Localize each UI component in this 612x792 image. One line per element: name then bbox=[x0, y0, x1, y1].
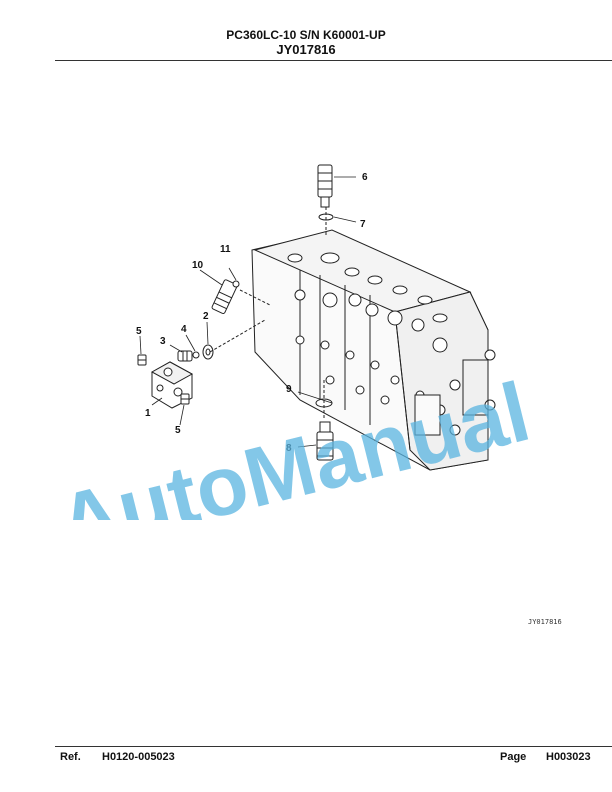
watermark-text: AutoManual bbox=[49, 364, 538, 520]
part-4-ring bbox=[192, 351, 200, 359]
callout-3: 3 bbox=[160, 336, 166, 347]
header-rule bbox=[55, 60, 612, 61]
part-5-bolt-upper bbox=[137, 354, 147, 366]
callout-10: 10 bbox=[192, 260, 204, 271]
callout-8: 8 bbox=[286, 443, 292, 454]
drawing-code: JY017816 bbox=[528, 618, 562, 626]
ref-label: Ref. bbox=[60, 751, 81, 763]
illustration-id: JY017816 bbox=[276, 42, 336, 57]
callout-1: 1 bbox=[145, 408, 151, 419]
callout-9: 9 bbox=[286, 384, 292, 395]
callout-2: 2 bbox=[203, 311, 209, 322]
part-8-cartridge bbox=[316, 421, 334, 461]
footer-rule bbox=[55, 746, 612, 747]
document-title: PC360LC-10 S/N K60001-UP bbox=[226, 28, 386, 42]
control-valve-block bbox=[251, 229, 496, 471]
callout-6: 6 bbox=[362, 172, 368, 183]
callout-11: 11 bbox=[220, 244, 231, 255]
part-10-plug bbox=[211, 279, 238, 314]
part-6-cartridge bbox=[317, 164, 333, 208]
callout-4: 4 bbox=[181, 324, 187, 335]
watermark: AutoManual bbox=[49, 364, 538, 520]
part-3-spacer bbox=[177, 350, 193, 362]
callout-5-upper: 5 bbox=[136, 326, 142, 337]
callout-7: 7 bbox=[360, 219, 366, 230]
page-label: Page bbox=[500, 751, 527, 763]
callout-5-lower: 5 bbox=[175, 425, 181, 436]
page-value: H003023 bbox=[546, 751, 591, 763]
part-11-ring bbox=[232, 280, 240, 288]
ref-value: H0120-005023 bbox=[102, 751, 175, 763]
part-5-bolt-lower bbox=[180, 393, 190, 405]
